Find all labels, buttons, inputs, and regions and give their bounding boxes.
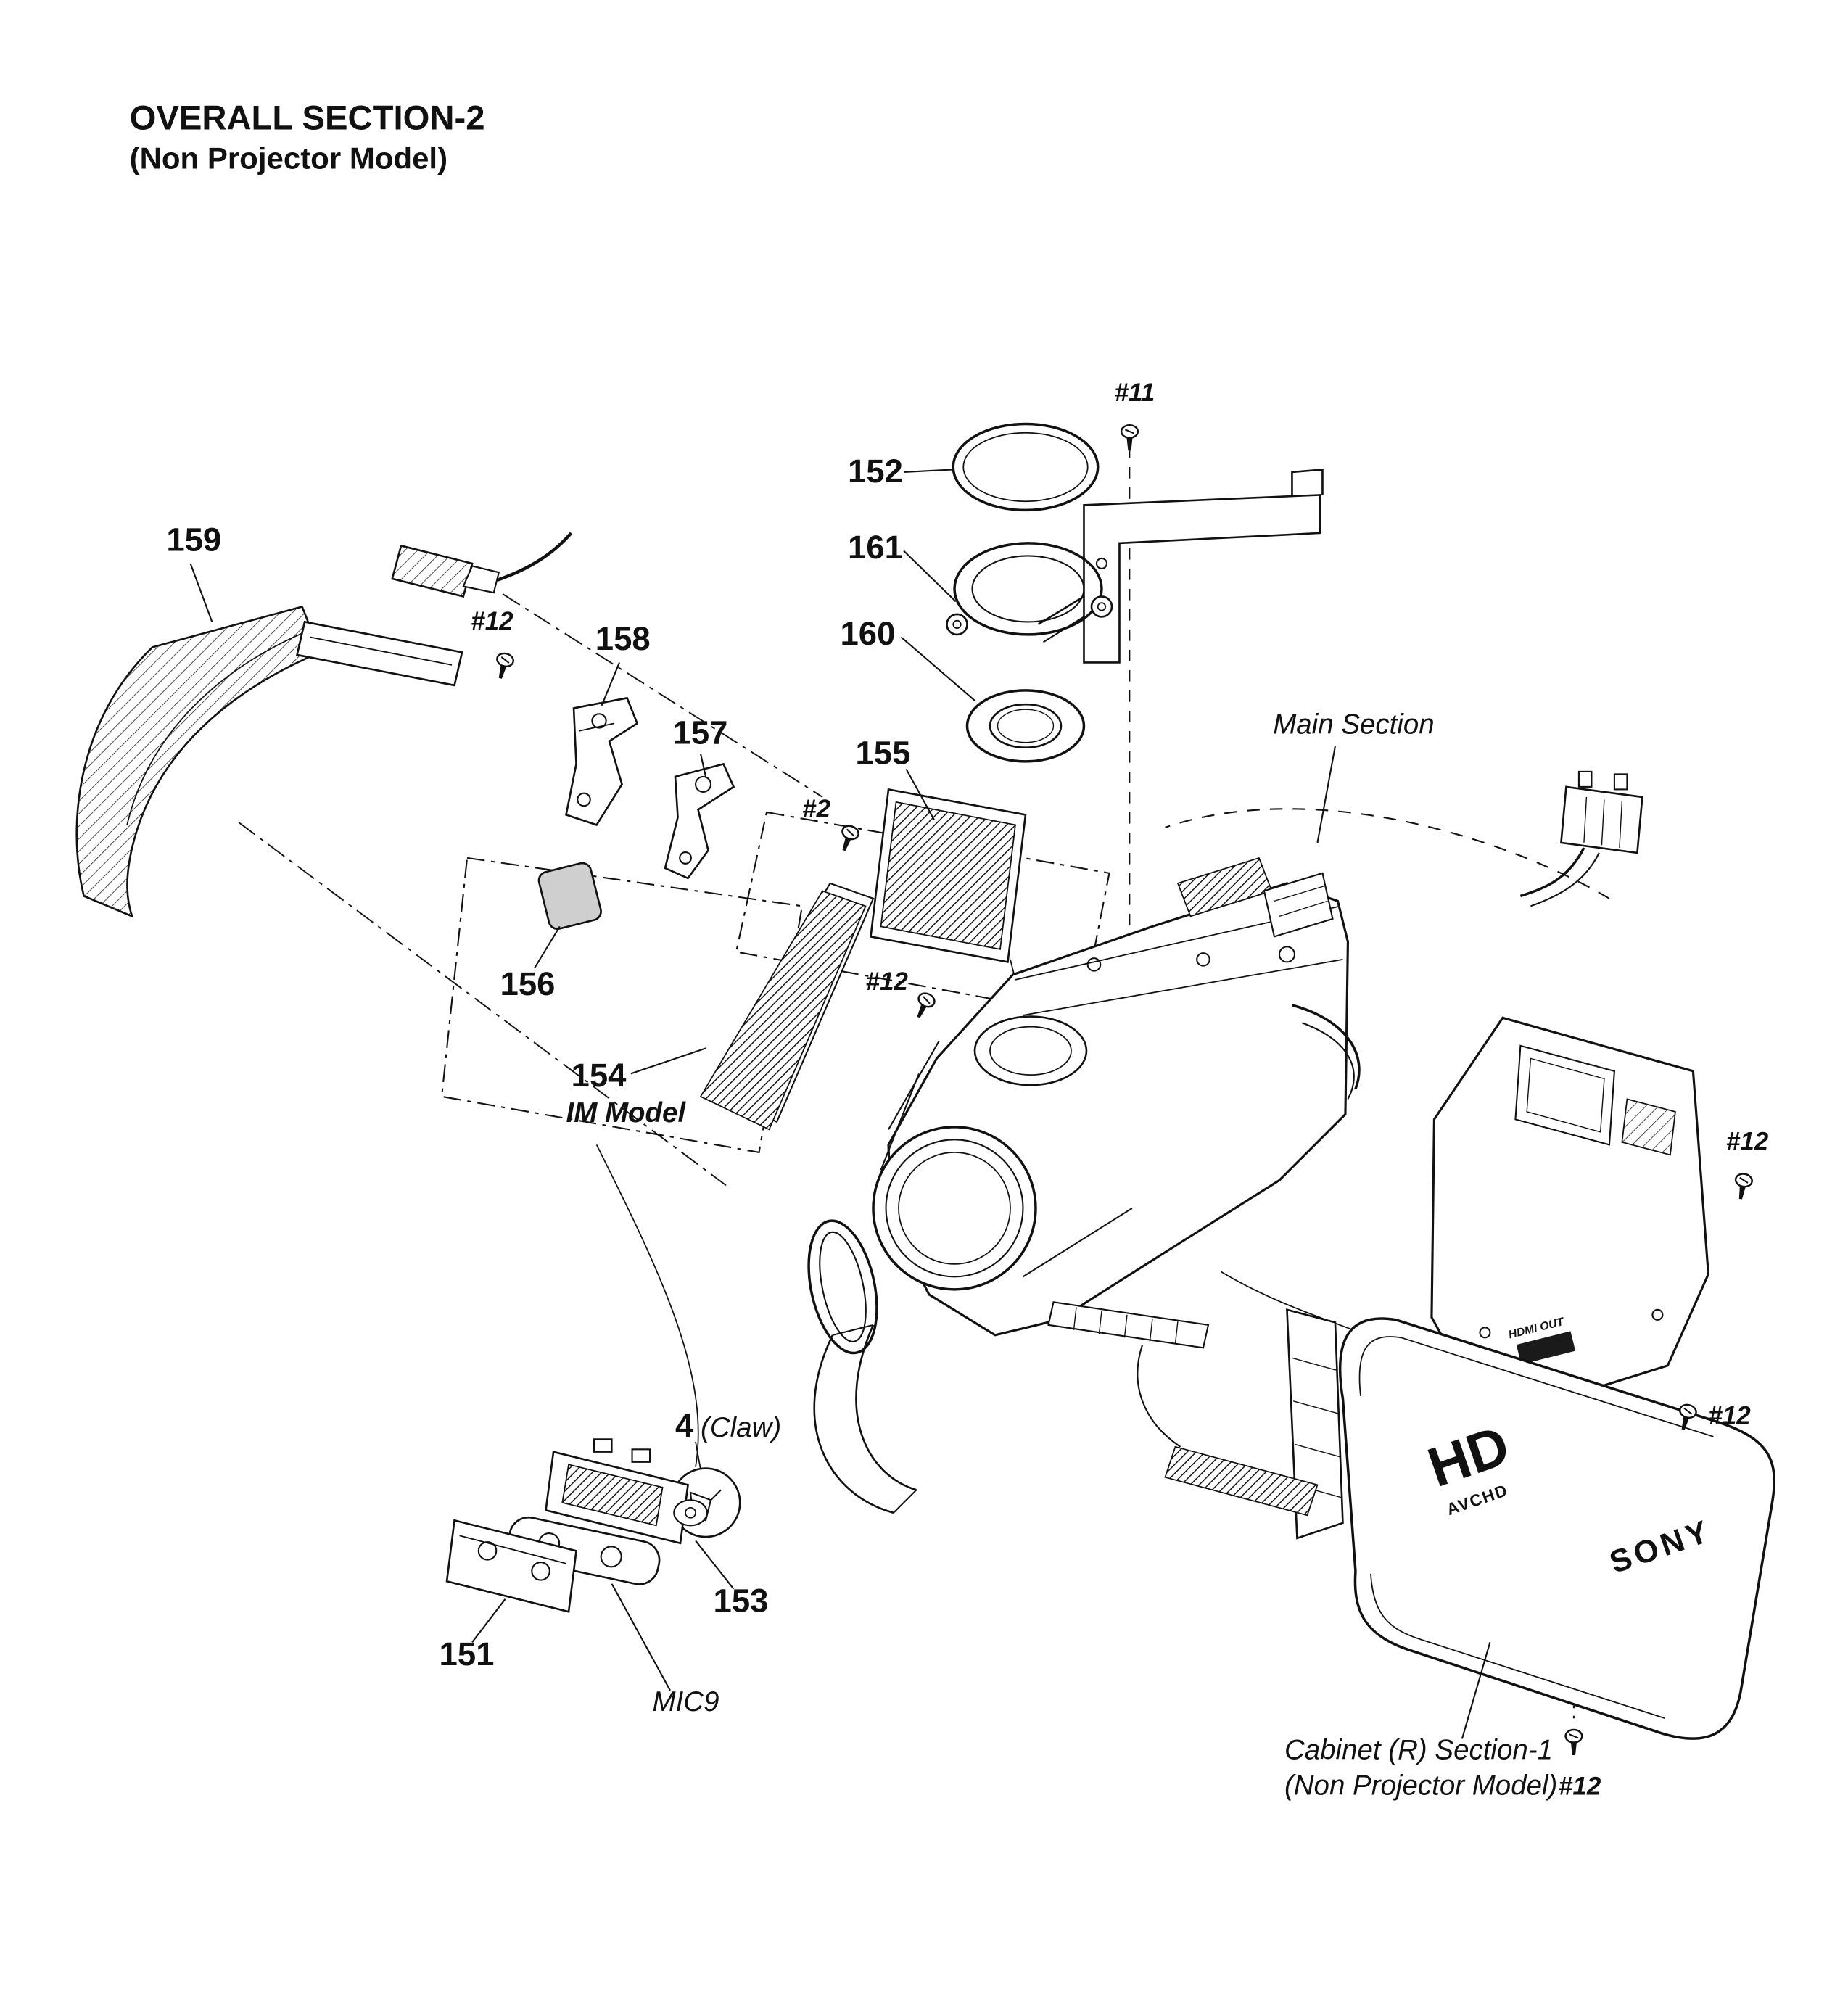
pad-part-156 xyxy=(533,862,602,969)
lens-barrel-front xyxy=(872,1126,1037,1291)
main-section-body xyxy=(807,857,1361,1514)
bottom-teeth-strip xyxy=(1047,1301,1210,1349)
mic-bracket-part-153 xyxy=(545,1438,735,1590)
bracket-part-158 xyxy=(565,662,639,826)
hinge-part-157 xyxy=(664,754,735,880)
part-label-155: 155 xyxy=(856,734,911,771)
shield-panel-part-155 xyxy=(870,768,1031,1041)
part-label-153: 153 xyxy=(714,1582,769,1619)
screw-icon-12-strap xyxy=(491,651,516,682)
top-metal-bracket xyxy=(1037,469,1324,664)
cabinet-caption-screw-ref: #12 xyxy=(1559,1772,1601,1800)
part-label-158: 158 xyxy=(595,620,651,657)
mount-ring-part-161 xyxy=(903,542,1113,636)
part-label-160: 160 xyxy=(841,615,896,652)
cabinet-caption-line2: (Non Projector Model) xyxy=(1284,1770,1557,1801)
cabinet-r-section: HDMI OUT HD AVCHD SONY xyxy=(1137,770,1776,1740)
belt-clamp-strip xyxy=(1164,1445,1319,1517)
screw-icon-12-cabinet-top xyxy=(1731,1171,1754,1202)
lens-mount-boss xyxy=(973,1015,1088,1086)
screw-label-11: #11 xyxy=(1114,379,1155,407)
claw-note: (Claw) xyxy=(701,1412,781,1443)
screw-label-12-cabinet-top: #12 xyxy=(1726,1127,1769,1155)
flex-sheet-part-154 xyxy=(630,882,875,1131)
main-section-leader xyxy=(1316,746,1336,843)
screw-label-2: #2 xyxy=(802,795,830,823)
flex-cable xyxy=(1291,1004,1361,1089)
screw-icon-2 xyxy=(835,822,862,854)
mic9-holder xyxy=(507,1516,671,1691)
assembly-guide-lines xyxy=(238,446,1610,1719)
cabinet-caption-line1: Cabinet (R) Section-1 xyxy=(1284,1734,1553,1765)
lens-cap-part-152 xyxy=(903,422,1100,512)
main-section-note: Main Section xyxy=(1273,709,1434,740)
usb-connector xyxy=(391,544,474,598)
mic9-note: MIC9 xyxy=(653,1686,719,1717)
grip-strap-part-159 xyxy=(75,532,573,918)
part-label-156: 156 xyxy=(500,965,556,1002)
gasket-loop xyxy=(807,1219,878,1355)
claw-count-label: 4 xyxy=(675,1407,694,1444)
strap-buckle-strip xyxy=(295,620,463,687)
diagram-title: OVERALL SECTION-2 xyxy=(130,99,485,137)
hand-strap-band xyxy=(813,1334,894,1514)
battery-compartment xyxy=(1514,1044,1616,1146)
cabinet-outer-cover xyxy=(1339,1317,1776,1740)
part-label-157: 157 xyxy=(673,714,728,751)
screw-icon-12-flex xyxy=(909,989,938,1022)
screw-label-12-flex: #12 xyxy=(866,968,909,996)
diagram-subtitle: (Non Projector Model) xyxy=(130,141,448,176)
part-label-161: 161 xyxy=(848,529,903,566)
part-label-152: 152 xyxy=(848,453,903,490)
connector-wires xyxy=(1519,847,1585,898)
screw-label-12-cabinet-mid: #12 xyxy=(1708,1401,1751,1430)
screw-icon-12-cabinet-bottom xyxy=(1564,1728,1583,1757)
im-model-note: IM Model xyxy=(566,1097,687,1129)
screw-label-12-strap: #12 xyxy=(471,607,513,635)
mic-plate-part-151 xyxy=(445,1519,577,1643)
cabinet-caption-leader xyxy=(1461,1642,1491,1739)
screw-icon-11 xyxy=(1120,424,1139,452)
gasket-ring-part-160 xyxy=(900,636,1086,763)
part-label-154: 154 xyxy=(572,1057,627,1094)
part-label-159: 159 xyxy=(166,521,221,558)
usb-cable xyxy=(497,532,573,582)
part-label-151: 151 xyxy=(440,1635,495,1672)
